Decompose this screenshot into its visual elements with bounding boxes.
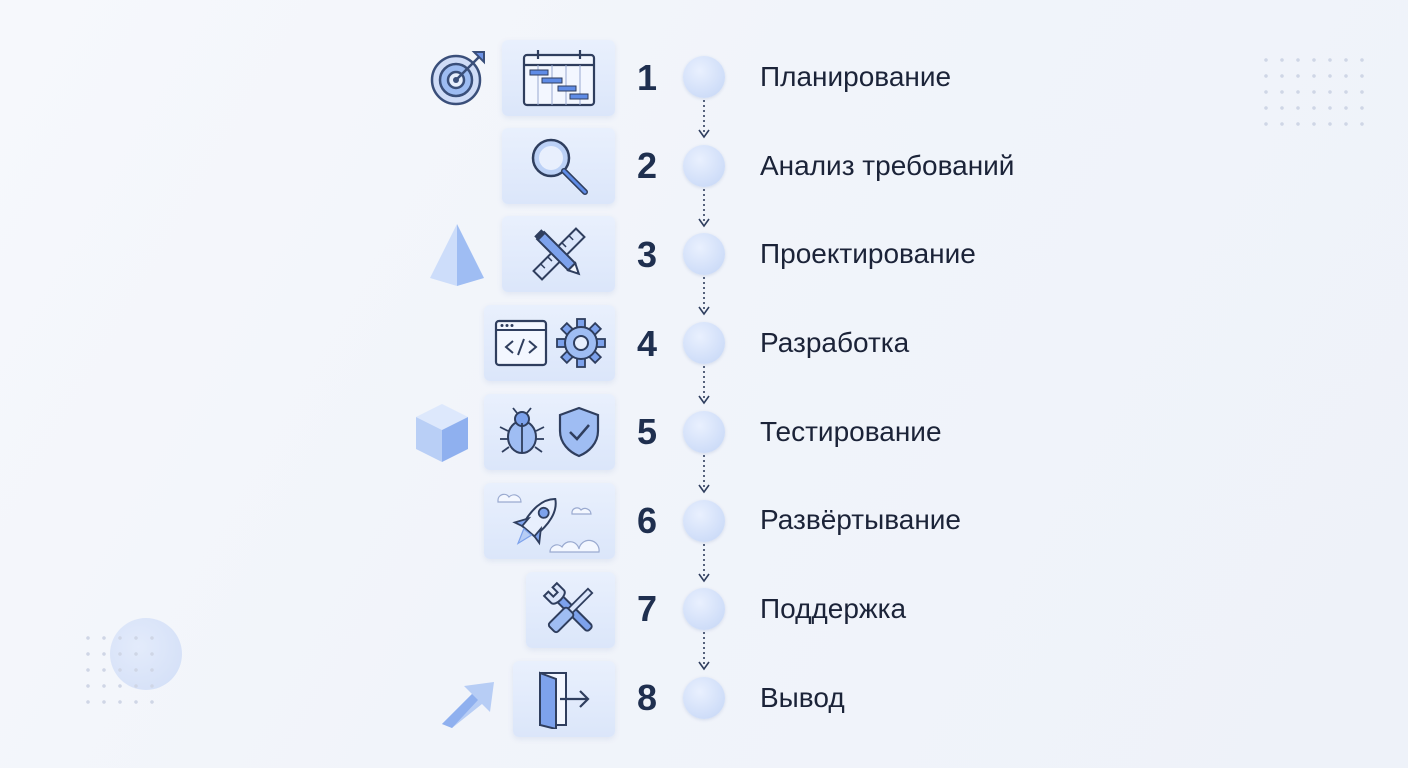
step-7-icon-card xyxy=(526,572,615,648)
step-4-label: Разработка xyxy=(760,327,910,358)
cloud-icon xyxy=(497,493,600,553)
step-6-label: Развёртывание xyxy=(760,504,962,535)
step-2-icon-card xyxy=(502,128,615,204)
step-3-icon-card xyxy=(502,216,615,292)
step-6-node xyxy=(683,500,725,542)
connector-arrow-3-4 xyxy=(698,277,710,316)
arrow-3d-icon xyxy=(438,670,498,733)
step-4-number: 4 xyxy=(636,323,658,364)
step-5-icon-card xyxy=(484,394,615,470)
code-window-icon xyxy=(494,319,547,367)
step-7-label: Поддержка xyxy=(760,593,907,624)
step-3-number: 3 xyxy=(636,234,658,275)
calendar-gantt-icon xyxy=(522,50,595,107)
step-8-number: 8 xyxy=(636,677,658,718)
ruler-pencil-icon xyxy=(531,227,586,281)
step-8-icon-card xyxy=(513,661,615,737)
target-icon xyxy=(428,46,490,113)
step-8-label: Вывод xyxy=(760,682,845,713)
bug-icon xyxy=(499,407,544,454)
step-6-icon-card xyxy=(484,483,615,559)
gear-icon xyxy=(555,318,606,368)
step-1-icon-card xyxy=(502,40,615,116)
pyramid-icon xyxy=(428,222,486,293)
magnifier-icon xyxy=(531,138,588,195)
connector-arrow-6-7 xyxy=(698,544,710,583)
step-2-number: 2 xyxy=(636,145,658,186)
step-1-node xyxy=(683,56,725,98)
step-2-label: Анализ требований xyxy=(760,150,1015,181)
dot-grid-top-right xyxy=(1258,52,1370,136)
step-5-label: Тестирование xyxy=(760,416,942,447)
step-7-number: 7 xyxy=(636,588,658,629)
step-3-label: Проектирование xyxy=(760,238,976,269)
connector-arrow-4-5 xyxy=(698,366,710,405)
shield-check-icon xyxy=(558,406,599,458)
step-3-node xyxy=(683,233,725,275)
step-2-node xyxy=(683,145,725,187)
step-1-label: Планирование xyxy=(760,61,952,92)
connector-arrow-2-3 xyxy=(698,189,710,228)
step-7-node xyxy=(683,588,725,630)
connector-arrow-7-8 xyxy=(698,632,710,671)
cube-icon xyxy=(414,402,470,469)
rocket-icon xyxy=(497,493,600,553)
step-4-node xyxy=(683,322,725,364)
step-1-number: 1 xyxy=(636,57,658,98)
step-8-node xyxy=(683,677,725,719)
step-4-icon-card xyxy=(484,305,615,381)
wrench-screwdriver-icon xyxy=(542,581,593,634)
step-5-node xyxy=(683,411,725,453)
step-6-number: 6 xyxy=(636,500,658,541)
connector-arrow-5-6 xyxy=(698,455,710,494)
exit-door-icon xyxy=(539,671,590,729)
step-5-number: 5 xyxy=(636,411,658,452)
connector-arrow-1-2 xyxy=(698,100,710,139)
dot-grid-bottom-left xyxy=(80,630,160,710)
